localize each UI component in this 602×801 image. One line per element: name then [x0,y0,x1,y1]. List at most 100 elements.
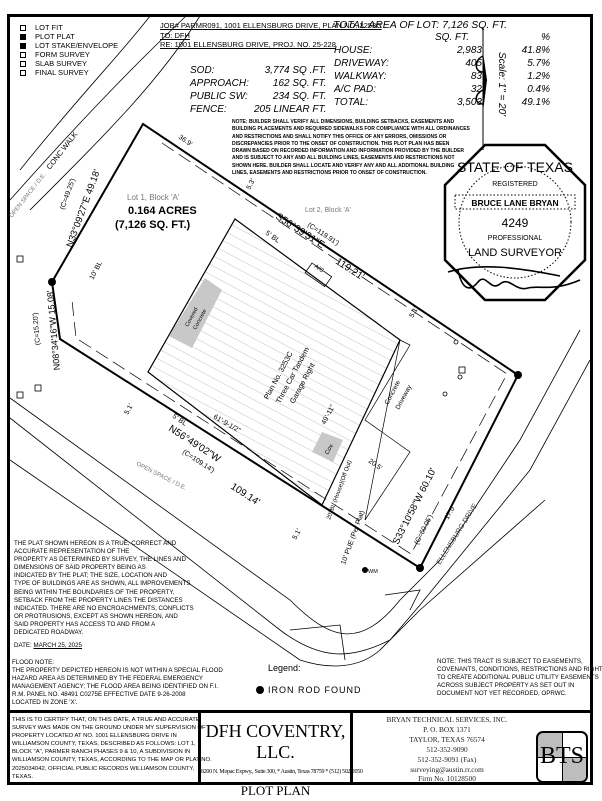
unchecked-box-icon [20,51,26,58]
plat-label-open_space_nw: OPEN SPACE / D.E. [9,172,48,219]
row-pct: 5.7% [527,58,550,69]
plat-label-street: ELLENSBURG DRIVE [436,502,479,566]
covered-concrete [169,278,222,348]
row-sqft: 2,983 [456,45,482,56]
col-sqft: SQ. FT. [434,32,470,43]
utility-markers [16,255,466,399]
seal-state: STATE OF TEXAS [457,159,573,175]
plat-certification: THE PLAT SHOWN HEREON IS A TRUE, CORRECT… [14,540,194,637]
certificate-line: SURVEY WAS MADE ON THE GROUND UNDER MY S… [12,725,206,732]
row-sqft: 3,503 [456,97,482,108]
quantity-row: SOD:3,774 SQ .FT. [188,64,328,77]
to-line: TO: DFH [160,30,190,40]
row-sqft: 83 [470,71,482,82]
seal-professional: PROFESSIONAL [488,235,543,242]
checked-box-icon [20,42,26,49]
quantities-table: SOD:3,774 SQ .FT.APPROACH:162 SQ. FT.PUB… [188,64,328,116]
note-line: DRAWN BASED ON RECORDED INFORMATION AND … [232,148,465,155]
document-title: PLOT PLAN [240,783,311,798]
covered-porch [312,432,343,462]
legend-item: IRON ROD FOUND [256,685,362,695]
legend-title: Legend: [268,663,301,673]
lot-boundary [50,122,520,570]
plat-label-chord_nw: (C=49.25') [59,178,77,211]
surveyor-line: surveying@austin.rr.com [410,764,484,774]
certification-line: DIMENSIONS OF SAID PROPERTY BEING AS [14,564,146,572]
row-sqft: 405 [465,58,482,69]
row-pct: 1.2% [527,71,550,82]
client-address: 8200 N. Mopac Expwy., Suite 300, * Austi… [201,769,363,775]
note-line: AND IS SUBJECT TO ANY AND ALL BUILDING L… [232,155,455,162]
easement-note-line: COVENANTS, CONDITIONS, RESTRICTIONS AND … [437,666,602,674]
certification-line: TYPE OF BUILDINGS ARE AS SHOWN, ALL IMPR… [14,580,191,588]
checklist-label: FORM SURVEY [35,50,90,59]
row-label: HOUSE: [334,45,373,56]
coverage-row: TOTAL: 3,503 49.1% [330,96,554,109]
quantity-row: FENCE:205 LINEAR FT. [188,103,328,116]
iron-rod-icon [416,564,424,572]
seal-surveyor: LAND SURVEYOR [468,247,562,259]
date-value: MARCH 25, 2025 [33,642,83,649]
plat-label-dist_ne: 119.21' [333,256,366,283]
certification-line: PROPERTY AS DETERMINED BY SURVEY, THE LI… [14,556,186,564]
col-pct: % [541,32,550,43]
row-pct: 49.1% [521,97,550,108]
certification-line: THE PLAT SHOWN HEREON IS A TRUE, CORRECT… [14,540,177,547]
plat-label-lot1: Lot 1, Block 'A' [127,193,180,202]
certificate-line: 2025034042, OFFICIAL PUBLIC RECORDS WILL… [12,765,195,772]
easement-note-line: ACROSS SUBJECT PROPERTY AS SET OUT IN [437,682,575,690]
row-label: A/C PAD: [334,84,377,95]
plat-label-chord_w: (C=15.20') [32,312,42,345]
row-label: TOTAL: [334,97,369,108]
checklist-label: PLOT PLAT [35,32,75,41]
checklist-label: FINAL SURVEY [35,68,89,77]
date-label: DATE: [14,642,32,649]
quantity-label: PUBLIC SW: [190,91,248,102]
quantity-row: APPROACH:162 SQ. FT. [188,77,328,90]
surveyor-seal: STATE OF TEXAS REGISTERED BRUCE LANE BRY… [443,143,587,302]
note-line: DISCREPANCIES PRIOR TO THE ONSET OF CONS… [232,140,450,147]
house-footprint [147,218,401,506]
quantity-value: 3,774 SQ .FT. [264,65,327,76]
row-sqft: 32 [470,84,482,95]
certificate-line: TEXAS. [12,773,33,780]
seal-registered: REGISTERED [492,181,538,188]
job-line: JOB# PARMR091, 1001 ELLENSBURG DRIVE, PL… [160,21,382,30]
flood-note-title: FLOOD NOTE: [12,659,54,666]
plat-label-dim_51b: 5.1' [292,528,303,541]
re-line: RE: 1001 ELLENSBURG DRIVE, PROJ. NO. 25-… [160,40,336,49]
quantity-row: PUBLIC SW:234 SQ. FT. [188,90,328,103]
certification-line: BEING WITHIN THE BOUNDARIES OF THE PROPE… [14,588,175,596]
street-and-walk-lines [9,15,591,667]
total-lot-area: TOTAL AREA OF LOT: 7,126 SQ. FT. [333,19,508,31]
checked-box-icon [20,33,26,40]
iron-rod-icon [514,371,522,379]
easement-note: NOTE: THIS TRACT IS SUBJECT TO EASEMENTS… [437,658,602,698]
flood-note-line: R.M. PANEL NO. 48491 C0275E EFFECTIVE DA… [12,691,186,699]
easement-note-line: DOCUMENT NOT YET RECORDED, OPRWC. [437,690,567,698]
note-line: BUILDING PLACEMENTS AND REQUIRED SIDEWAL… [232,126,470,133]
surveyor-signature [447,265,581,290]
surveyor-line: 512-352-9090 [426,744,468,754]
surveyor-line: BRYAN TECHNICAL SERVICES, INC. [386,715,508,724]
quantity-label: APPROACH: [190,78,249,89]
flood-note: FLOOD NOTE: THE PROPERTY DEPICTED HEREON… [12,659,223,708]
checklist-item: FORM SURVEY [20,50,118,59]
certification-line: DEDICATED ROADWAY. [14,629,84,637]
certification-line: INDICATED. THERE ARE NO ENCROACHMENTS, C… [14,604,194,612]
plat-label-bl_left: 10' BL [89,260,104,281]
surveyor-line: 512-352-9091 (Fax) [417,754,477,764]
flood-note-line: MANAGEMENT AGENCY; THE FLOOD AREA BEING … [12,683,218,691]
bts-logo-text: BTS [539,743,584,769]
row-label: DRIVEWAY: [334,58,389,69]
row-label: WALKWAY: [334,71,387,82]
driveway-outline [364,339,411,521]
checklist-label: LOT STAKE/ENVELOPE [35,41,119,50]
plat-label-chord_se: (C=60.05') [414,514,435,546]
builder-note: NOTE: BUILDER SHALL VERIFY ALL DIMENSION… [232,119,470,177]
